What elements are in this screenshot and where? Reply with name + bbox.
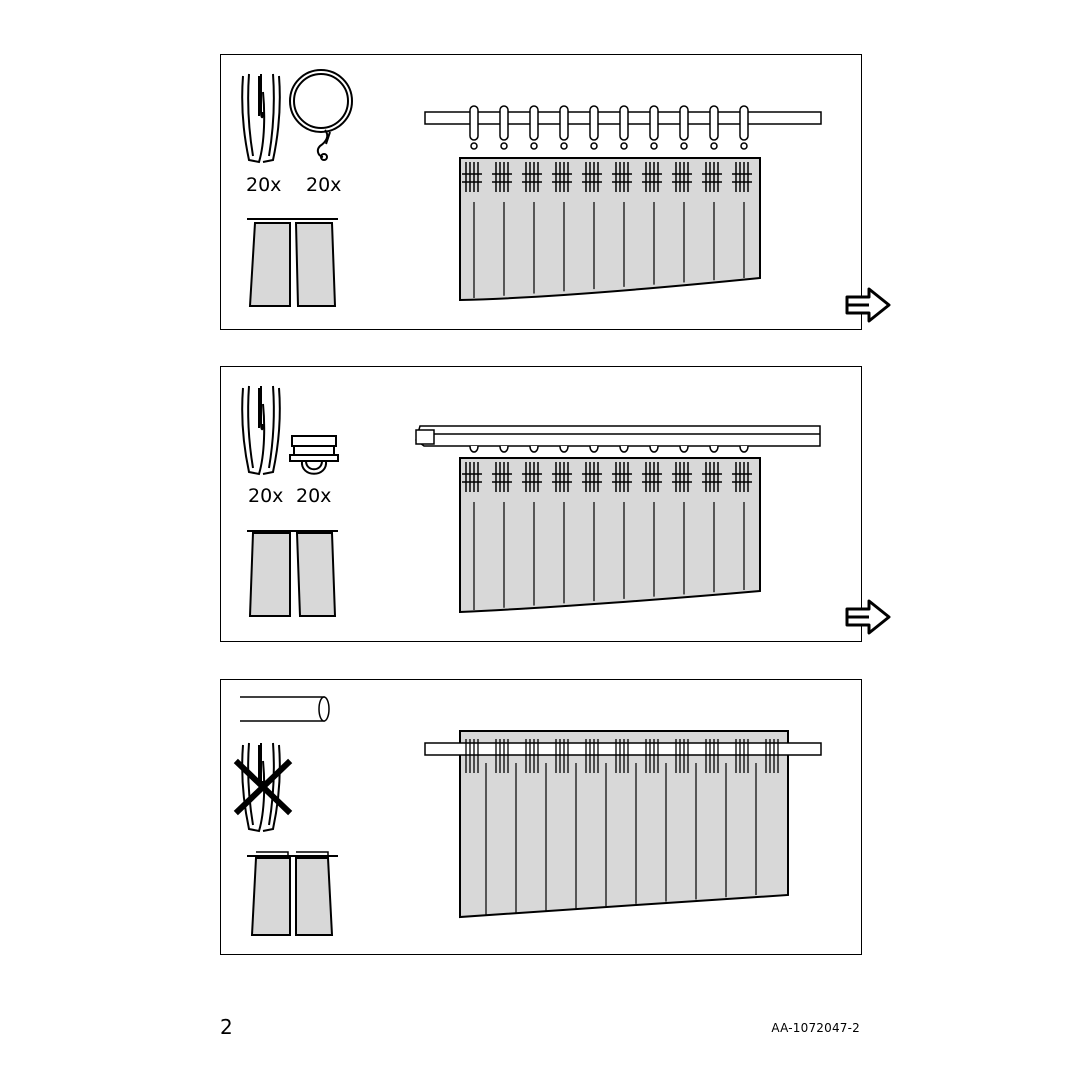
hanging-curtain — [459, 730, 789, 919]
rail-glider — [589, 445, 599, 453]
page-number: 2 — [220, 1015, 233, 1039]
step-panel-gliders: 20x 20x — [220, 366, 891, 642]
document-code: AA-1072047-2 — [771, 1021, 860, 1035]
curtain-panels-icon — [247, 530, 338, 617]
pleat-hook — [582, 462, 602, 492]
rail-glider — [679, 445, 689, 453]
rod-ring — [619, 105, 629, 150]
tab-pleat — [525, 739, 539, 773]
panel-illustration — [241, 385, 821, 617]
next-step-arrow-icon — [845, 599, 891, 635]
rail-glider — [559, 445, 569, 453]
panel-illustration — [241, 69, 822, 307]
tab-pleat — [555, 739, 569, 773]
pleat-hook — [612, 462, 632, 492]
tab-pleat — [735, 739, 749, 773]
pleat-hook — [702, 462, 722, 492]
pleat-hook — [552, 462, 572, 492]
curtain-ring-icon — [289, 69, 353, 161]
tab-pleat — [675, 739, 689, 773]
pleat-hook — [672, 462, 692, 492]
rod-ring — [649, 105, 659, 150]
tab-pleat — [765, 739, 779, 773]
rail-glider — [649, 445, 659, 453]
rail-glider — [709, 445, 719, 453]
curtain-rod — [424, 742, 822, 756]
step-panel-rings: 20x 20x — [220, 54, 891, 330]
pleat-hook — [552, 162, 572, 192]
pleat-hook — [612, 162, 632, 192]
tab-pleat — [705, 739, 719, 773]
rod-ring — [739, 105, 749, 150]
rail-glider — [469, 445, 479, 453]
rod-ring — [679, 105, 689, 150]
pleat-hook — [492, 162, 512, 192]
rail-glider — [619, 445, 629, 453]
pleat-hook — [462, 162, 482, 192]
tab-pleat — [585, 739, 599, 773]
hanging-curtain — [459, 157, 761, 302]
hanging-curtain — [459, 457, 761, 614]
curtain-panels-icon — [247, 218, 338, 307]
pleat-hook — [492, 462, 512, 492]
glider-quantity: 20x — [296, 485, 332, 507]
step-panel-rod — [220, 679, 862, 955]
pleat-hook — [702, 162, 722, 192]
pleat-hook — [642, 462, 662, 492]
not-allowed-cross-icon — [233, 758, 293, 816]
rod-ring — [529, 105, 539, 150]
curtain-rod-icon — [240, 696, 330, 722]
rod-ring — [559, 105, 569, 150]
hook-quantity: 20x — [248, 485, 284, 507]
pleat-hook-icon — [241, 385, 281, 476]
hook-quantity: 20x — [246, 174, 282, 196]
rod-ring — [499, 105, 509, 150]
tab-pleat — [615, 739, 629, 773]
pleat-hook — [672, 162, 692, 192]
rail-glider — [529, 445, 539, 453]
curtain-panels-icon — [247, 851, 338, 936]
pleat-hook — [522, 462, 542, 492]
tab-pleat — [495, 739, 509, 773]
rail-glider — [739, 445, 749, 453]
ceiling-rail — [415, 425, 821, 447]
rod-ring — [589, 105, 599, 150]
rail-glider-icon — [289, 435, 339, 475]
pleat-hook — [582, 162, 602, 192]
pleat-hook — [522, 162, 542, 192]
rod-ring — [709, 105, 719, 150]
ring-quantity: 20x — [306, 174, 342, 196]
tab-pleat — [645, 739, 659, 773]
panel-illustration — [233, 696, 822, 936]
rail-glider — [499, 445, 509, 453]
tab-pleat — [465, 739, 479, 773]
pleat-hook — [732, 462, 752, 492]
next-step-arrow-icon — [845, 287, 891, 323]
pleat-hook — [732, 162, 752, 192]
pleat-hook-icon — [241, 73, 281, 164]
pleat-hook — [462, 462, 482, 492]
rod-ring — [469, 105, 479, 150]
pleat-hook — [642, 162, 662, 192]
